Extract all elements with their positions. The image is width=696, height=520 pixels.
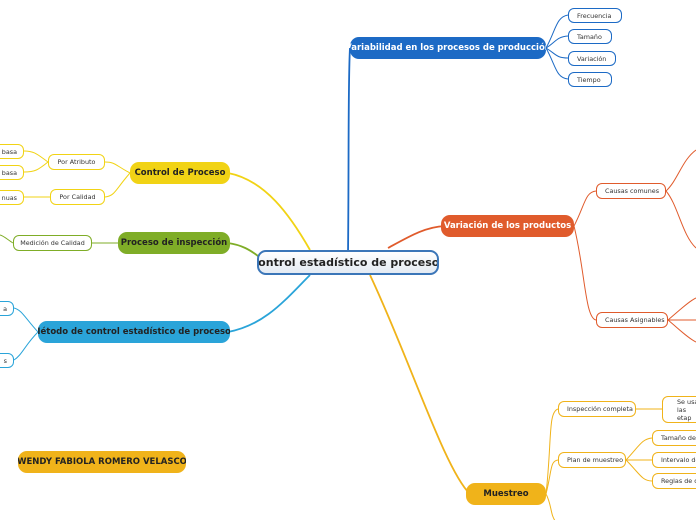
plan-item-reglas[interactable]: Reglas de d	[652, 473, 696, 489]
control-leaf[interactable]: basa	[0, 165, 24, 180]
variabilidad-item-label: Variación	[577, 54, 607, 63]
branch-muestreo[interactable]: Muestreo	[466, 483, 546, 505]
plan-item-intervalo[interactable]: Intervalo de	[652, 452, 696, 468]
variabilidad-item-frecuencia[interactable]: Frecuencia	[568, 8, 622, 23]
variabilidad-item-tamano[interactable]: Tamaño	[568, 29, 612, 44]
control-leaf-label: basa	[1, 147, 17, 156]
root-label: Control estadístico de procesos	[257, 256, 439, 269]
variabilidad-item-label: Frecuencia	[577, 11, 612, 20]
metodo-leaf[interactable]: a	[0, 301, 14, 316]
plan-muestreo-label: Plan de muestreo	[567, 456, 624, 464]
variabilidad-item-tiempo[interactable]: Tiempo	[568, 72, 612, 87]
metodo-leaf[interactable]: s	[0, 353, 14, 368]
control-leaf-label: nuas	[1, 193, 17, 202]
plan-item-label: Tamaño de	[661, 434, 696, 442]
medicion-calidad-node[interactable]: Medición de Calidad	[13, 235, 92, 251]
inspeccion-completa-node[interactable]: Inspección completa	[558, 401, 636, 417]
por-atributo-node[interactable]: Por Atributo	[48, 154, 105, 170]
variabilidad-item-label: Tamaño	[577, 32, 602, 41]
control-leaf[interactable]: nuas	[0, 190, 24, 205]
plan-item-label: Reglas de d	[661, 477, 696, 485]
author-label: WENDY FABIOLA ROMERO VELASCO	[18, 457, 186, 467]
inspeccion-completa-label: Inspección completa	[567, 405, 633, 413]
plan-item-tamano[interactable]: Tamaño de	[652, 430, 696, 446]
root-node[interactable]: Control estadístico de procesos	[257, 250, 439, 275]
branch-metodo[interactable]: Método de control estadístico de proceso…	[38, 321, 230, 343]
branch-control-label: Control de Proceso	[134, 168, 226, 178]
branch-variacion-label: Variación de los productos	[443, 221, 572, 231]
causas-comunes-label: Causas comunes	[605, 187, 660, 195]
plan-item-label: Intervalo de	[661, 456, 696, 464]
medicion-calidad-label: Medición de Calidad	[20, 239, 85, 247]
por-calidad-label: Por Calidad	[59, 193, 96, 201]
inspeccion-detail-node[interactable]: Se usa las etap	[662, 396, 696, 423]
por-atributo-label: Por Atributo	[57, 158, 96, 166]
causas-asignables-node[interactable]: Causas Asignables	[596, 312, 668, 328]
metodo-leaf-label: a	[3, 304, 7, 313]
control-leaf[interactable]: basa	[0, 144, 24, 159]
por-calidad-node[interactable]: Por Calidad	[50, 189, 105, 205]
branch-metodo-label: Método de control estadístico de proceso…	[38, 327, 230, 337]
branch-variabilidad[interactable]: Variabilidad en los procesos de producci…	[350, 37, 546, 59]
author-node[interactable]: WENDY FABIOLA ROMERO VELASCO	[18, 451, 186, 473]
branch-inspeccion-label: Proceso de inspección	[120, 238, 228, 248]
causas-asignables-label: Causas Asignables	[605, 316, 665, 324]
inspeccion-detail-label: Se usa las etap	[677, 397, 696, 422]
branch-variacion[interactable]: Variación de los productos	[441, 215, 574, 237]
branch-control-proceso[interactable]: Control de Proceso	[130, 162, 230, 184]
branch-variabilidad-label: Variabilidad en los procesos de producci…	[350, 43, 546, 53]
plan-muestreo-node[interactable]: Plan de muestreo	[558, 452, 626, 468]
causas-comunes-node[interactable]: Causas comunes	[596, 183, 666, 199]
branch-proceso-inspeccion[interactable]: Proceso de inspección	[118, 232, 230, 254]
metodo-leaf-label: s	[3, 356, 7, 365]
branch-muestreo-label: Muestreo	[483, 489, 529, 499]
control-leaf-label: basa	[1, 168, 17, 177]
variabilidad-item-label: Tiempo	[577, 75, 601, 84]
variabilidad-item-variacion[interactable]: Variación	[568, 51, 616, 66]
